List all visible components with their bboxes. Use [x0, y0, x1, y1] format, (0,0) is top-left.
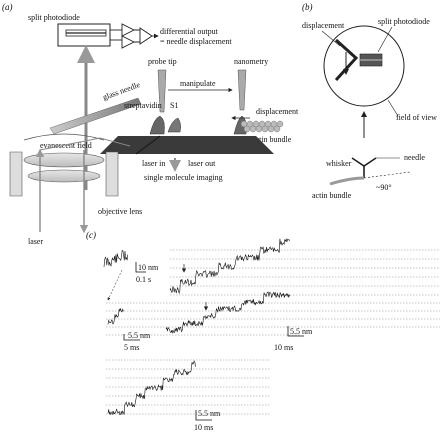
- label-displacement-a: displacement: [256, 107, 299, 116]
- whisker-image: [334, 38, 359, 82]
- label-field-of-view: field of view: [396, 113, 437, 122]
- label-whisker: whisker: [326, 159, 352, 168]
- trace-inset: [103, 250, 129, 267]
- split-photodiode-box: [57, 23, 111, 47]
- scale-label-55nm-b: 5.5 nm: [290, 327, 313, 336]
- scale-label-10nm: 10 nm: [138, 263, 159, 272]
- label-split-photodiode-b: split photodiode: [378, 17, 430, 26]
- trace-small: [107, 307, 124, 325]
- label-manipulate: manipulate: [180, 79, 216, 88]
- label-laser-in: laser in: [142, 159, 165, 168]
- differential-amplifiers: [110, 23, 153, 49]
- scale-bar-3: [287, 326, 304, 337]
- scale-label-5ms: 5 ms: [124, 343, 139, 352]
- trace-middle: [165, 291, 291, 334]
- label-evanescent-field: evanescent field: [40, 141, 92, 150]
- whisker: [351, 157, 377, 167]
- probe-tip: [157, 69, 167, 113]
- label-single-molecule-imaging: single molecule imaging: [144, 173, 223, 182]
- scale-bar-1: [135, 262, 146, 273]
- panel-a-label: (a): [2, 2, 13, 12]
- label-displacement-b: displacement: [302, 21, 345, 30]
- label-needle: needle: [404, 153, 425, 162]
- label-laser-out: laser out: [188, 159, 216, 168]
- label-split-photodiode: split photodiode: [28, 13, 80, 22]
- scale-label-55nm-c: 5.5 nm: [198, 409, 221, 418]
- label-s1: S1: [170, 101, 178, 110]
- panel-c-label: (c): [86, 230, 96, 240]
- label-laser: laser: [28, 237, 43, 246]
- label-probe-tip: probe tip: [148, 57, 177, 66]
- label-nanometry: nanometry: [234, 57, 268, 66]
- myosin-head-2: [167, 117, 181, 133]
- scale-label-01s: 0.1 s: [136, 275, 151, 284]
- label-actin-bundle-b: actin bundle: [312, 191, 352, 200]
- glass-needle: [49, 97, 142, 135]
- scale-label-10ms-a: 10 ms: [274, 343, 293, 352]
- scale-label-10ms-b: 10 ms: [194, 423, 213, 432]
- myosin-head-1: [149, 115, 165, 135]
- scale-label-55nm-a: 5.5 nm: [128, 331, 151, 340]
- panel-c: (c): [86, 230, 440, 432]
- step-gridlines: [106, 249, 440, 415]
- panel-b: (b) displacement split photodiode field …: [302, 2, 437, 200]
- label-angle: ~90°: [376, 183, 392, 192]
- trace-bottom: [107, 360, 196, 416]
- zoom-arrow: [107, 269, 123, 301]
- label-objective-lens: objective lens: [98, 207, 142, 216]
- panel-b-label: (b): [302, 2, 313, 12]
- label-streptavidin: streptavidin: [124, 101, 162, 110]
- label-needle-displacement: = needle displacement: [160, 37, 232, 46]
- trace-top: [169, 238, 290, 295]
- panel-a: (a) split photodiode differential output…: [2, 2, 299, 246]
- actin-bundle: [240, 120, 284, 133]
- scale-bar-2: [123, 334, 140, 341]
- label-differential-output: differential output: [160, 27, 219, 36]
- evanescent-field: [100, 136, 274, 154]
- label-actin-bundle-a: actin bundle: [252, 135, 292, 144]
- actin-bundle-b: [329, 176, 365, 186]
- scale-bar-4: [195, 410, 212, 421]
- nanometry-needle: [237, 69, 247, 111]
